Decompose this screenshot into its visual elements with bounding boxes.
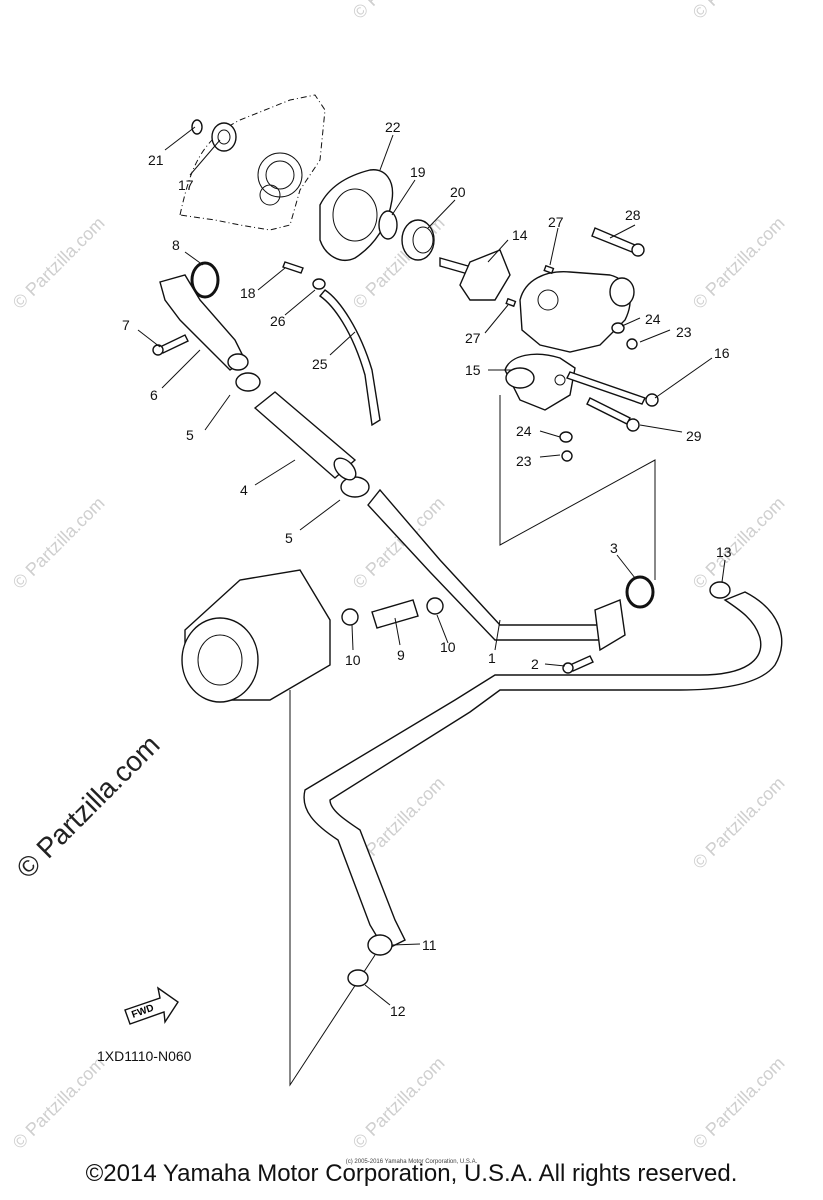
o-ring [625,575,655,609]
watermark: © Partzilla.com [349,0,449,23]
fwd-arrow-icon: FWD [124,986,179,1025]
leader-lines [137,126,726,1006]
callout-28: 28 [625,207,641,223]
radiator-hose [303,591,783,951]
watermark-large: © Partzilla.com [10,729,165,884]
callout-labels: 21 17 22 19 20 14 27 28 24 23 16 29 15 2… [122,119,732,1019]
callout-10: 10 [345,652,361,668]
alignment-line [289,690,376,1087]
callout-27: 27 [548,214,564,230]
hose-clamp [426,597,444,615]
small-credit: (c) 2005-2016 Yamaha Motor Corporation, … [345,1159,478,1165]
oil-seal [378,210,398,240]
callout-11: 11 [422,937,437,953]
callout-18: 18 [240,285,256,301]
callout-2: 2 [531,656,539,672]
callout-24: 24 [516,423,532,439]
callout-29: 29 [686,428,702,444]
oil-cooler [181,569,331,703]
callout-27: 27 [465,330,481,346]
watermark: © Partzilla.com [349,493,449,593]
hose-clamp [312,278,326,290]
seal-assembly [401,219,435,261]
callout-26: 26 [270,313,286,329]
bypass-hose [371,599,419,629]
callout-6: 6 [150,387,158,403]
callout-22: 22 [385,119,401,135]
callout-5: 5 [186,427,194,443]
callout-15: 15 [465,362,481,378]
watermarks: © Partzilla.com © Partzilla.com © Partzi… [9,0,789,1153]
callout-9: 9 [397,647,405,663]
hose-clamp [347,969,369,987]
hose-clamp [341,608,359,626]
diagram-code: 1XD1110-N060 [97,1048,192,1064]
callout-20: 20 [450,184,466,200]
watermark: © Partzilla.com [9,1053,109,1153]
callout-8: 8 [172,237,180,253]
alignment-line [499,395,656,580]
callout-24: 24 [645,311,661,327]
breather-hose [318,289,381,427]
coolant-hose [253,391,357,479]
water-pump-housing [519,271,635,353]
hose-clamp [709,581,731,599]
watermark: © Partzilla.com [689,493,789,593]
o-ring [190,261,220,299]
callout-25: 25 [312,356,328,372]
dowel-pin [505,297,517,308]
gasket [319,169,394,261]
watermark: © Partzilla.com [9,213,109,313]
callout-23: 23 [516,453,532,469]
callout-5: 5 [285,530,293,546]
callout-1: 1 [488,650,496,666]
callout-16: 16 [714,345,730,361]
callout-7: 7 [122,317,130,333]
pin [282,261,304,274]
watermark: © Partzilla.com [689,773,789,873]
callout-19: 19 [410,164,426,180]
watermark: © Partzilla.com [689,0,789,23]
watermark: © Partzilla.com [9,493,109,593]
bolt [562,655,594,674]
callout-3: 3 [610,540,618,556]
callout-13: 13 [716,544,732,560]
hose-clamp [235,372,261,392]
callout-4: 4 [240,482,248,498]
dowel-pin [543,264,555,275]
watermark: © Partzilla.com [349,1053,449,1153]
impeller-shaft [439,249,511,301]
bolt [152,334,189,356]
callout-14: 14 [512,227,528,243]
bolts [559,227,659,462]
callout-21: 21 [148,152,164,168]
outlet-fitting [504,353,576,411]
bearing-and-circlip [191,119,237,152]
callout-10: 10 [440,639,456,655]
copyright-footer: ©2014 Yamaha Motor Corporation, U.S.A. A… [85,1160,738,1187]
watermark: © Partzilla.com [689,213,789,313]
coolant-pipe-joint [159,274,249,371]
engine-case-outline [179,94,326,231]
callout-12: 12 [390,1003,406,1019]
callout-23: 23 [676,324,692,340]
hose-clamp [340,476,370,498]
watermark: © Partzilla.com [689,1053,789,1153]
callout-17: 17 [178,177,194,193]
